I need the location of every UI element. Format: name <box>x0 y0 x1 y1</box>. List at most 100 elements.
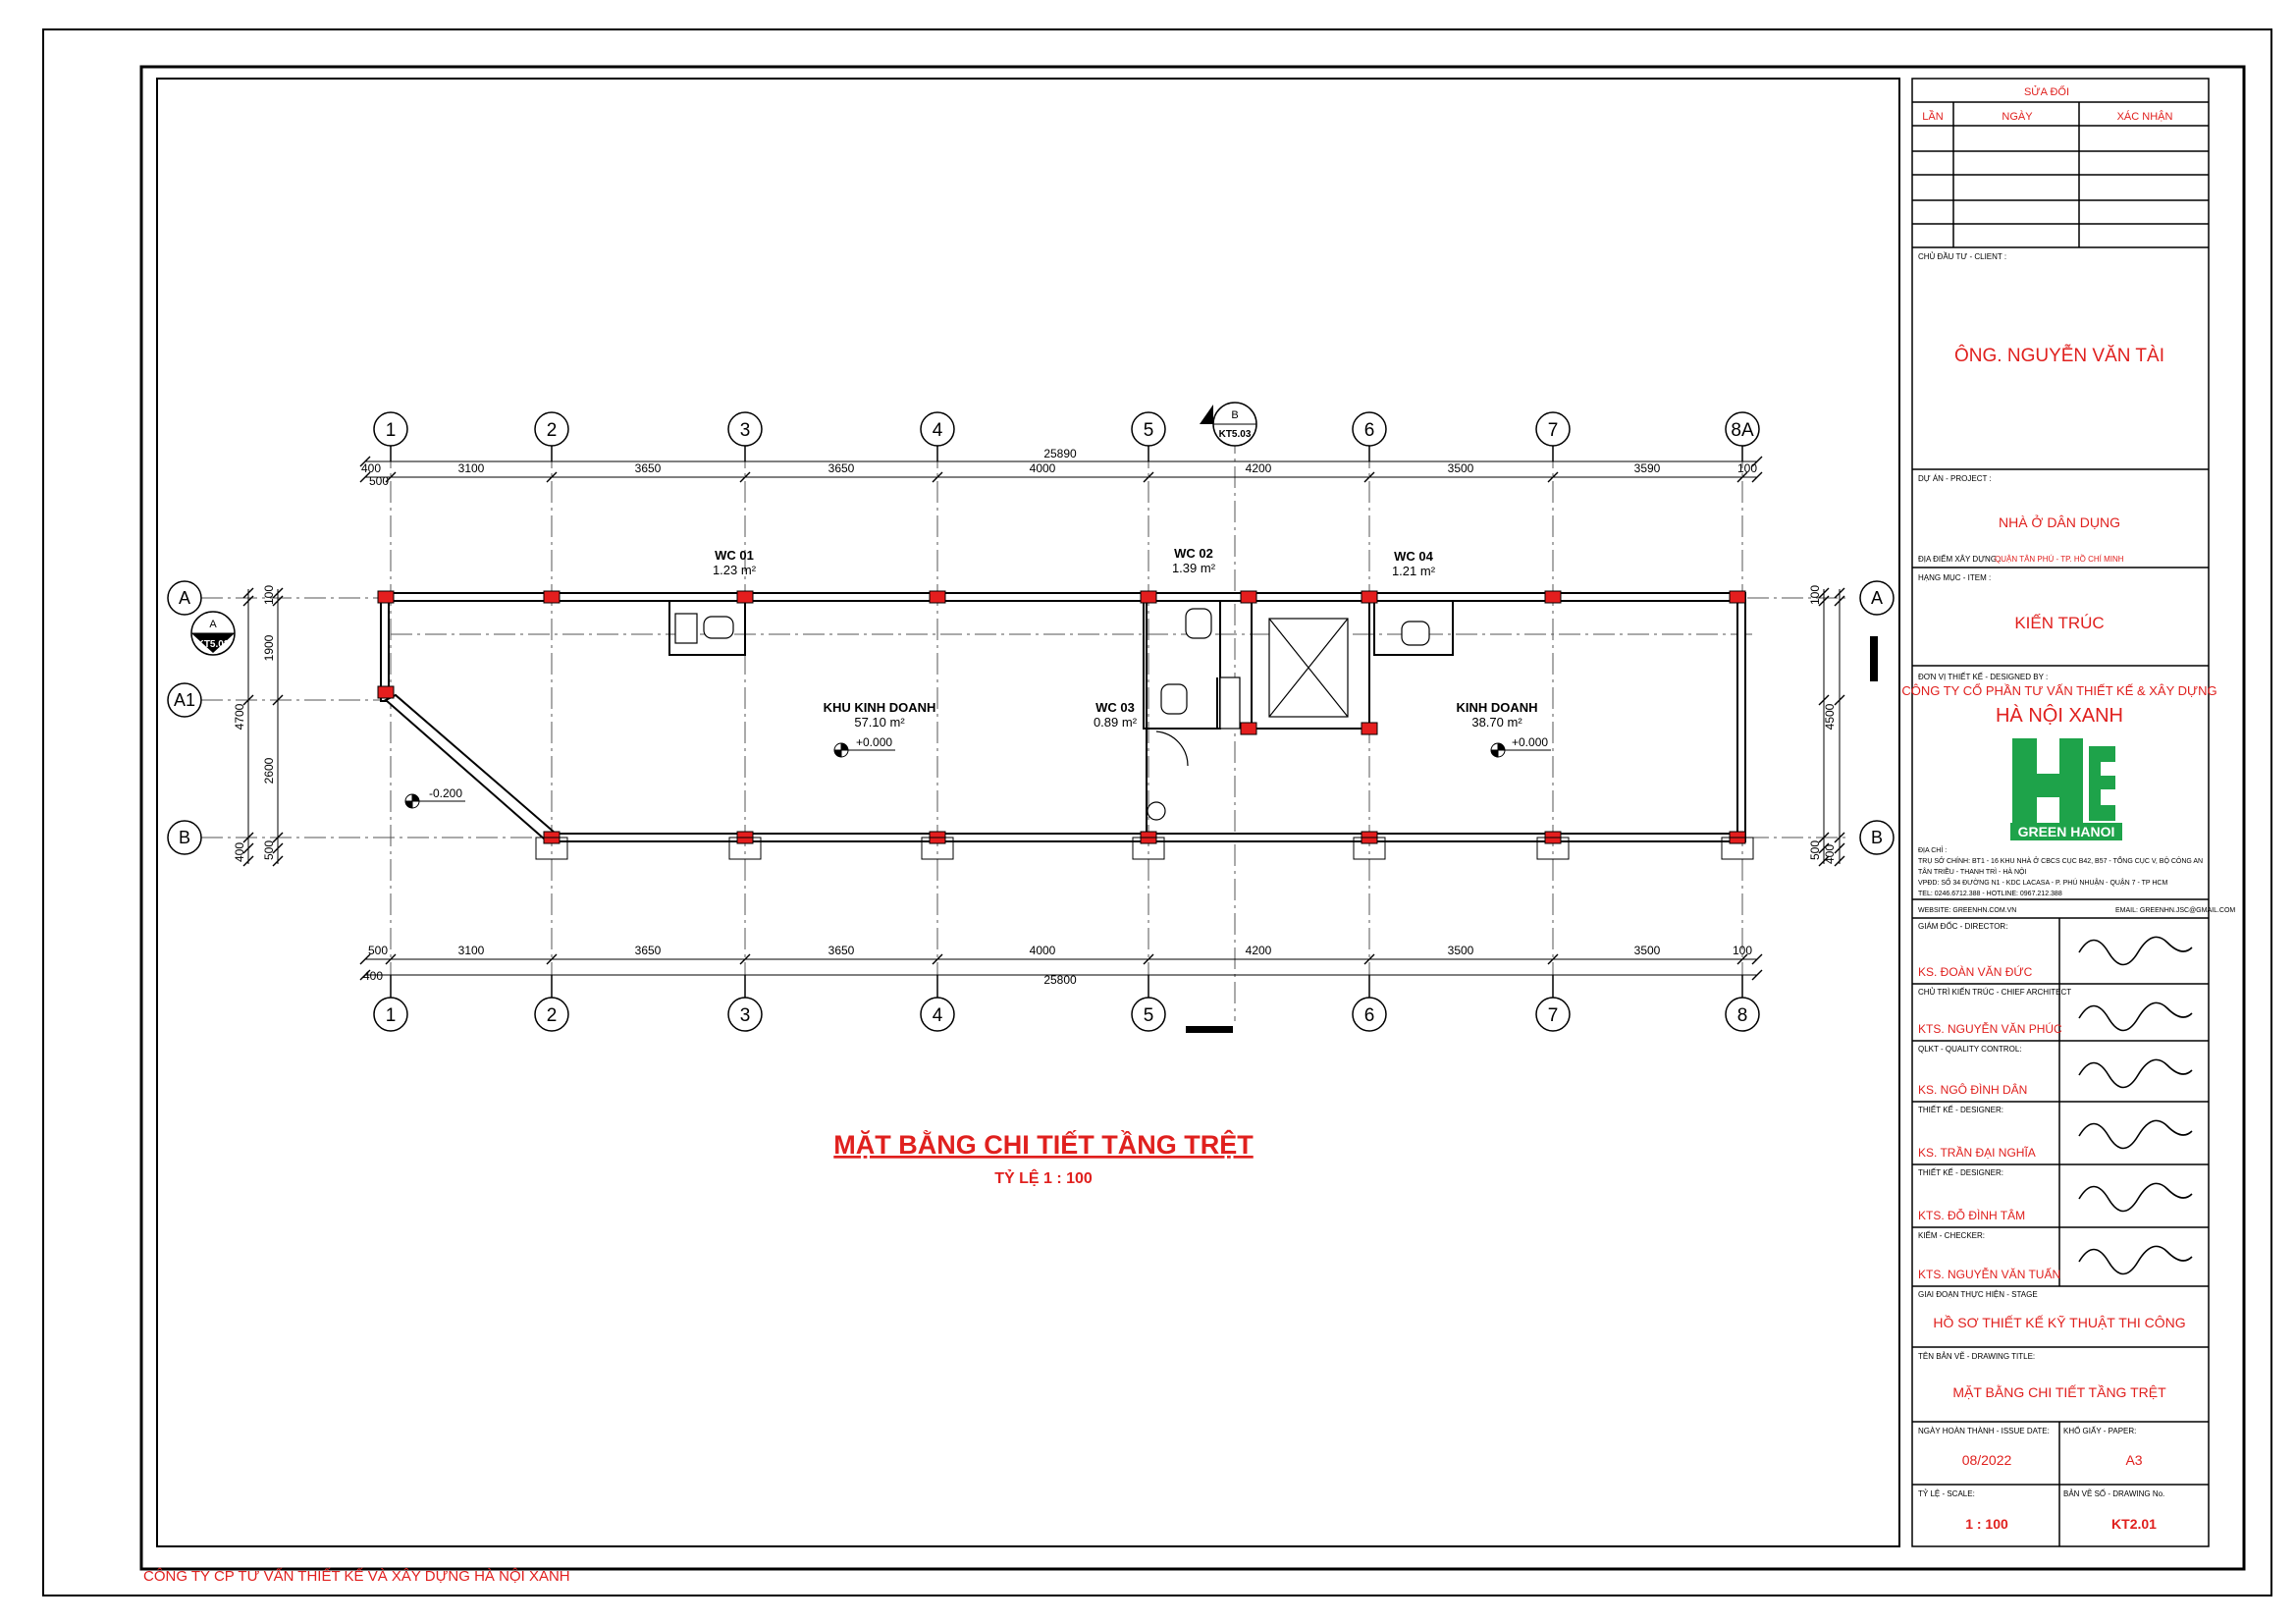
grid-label-top: 4 <box>933 420 943 441</box>
structural-column <box>1729 590 1746 604</box>
dim-left-segment: 1900 <box>262 634 276 661</box>
column-footing <box>1721 837 1754 860</box>
dim-bottom-segment: 4200 <box>1246 944 1272 957</box>
dim-top-segment: 100 <box>1737 461 1757 475</box>
drawing-title: MẶT BẰNG CHI TIẾT TẦNG TRỆT <box>833 1129 1254 1160</box>
dim-tick-bottom-total <box>1751 969 1763 981</box>
section-a-letter: A <box>209 619 217 630</box>
dim-tick-right <box>1818 842 1830 854</box>
dim-bottom-segment: 3500 <box>1448 944 1474 957</box>
dim-top-segment: 3650 <box>828 461 855 475</box>
toilet-wc02 <box>1185 608 1212 639</box>
room-area-wc04: 1.21 m² <box>1392 564 1436 578</box>
structural-column <box>1140 590 1157 604</box>
stage-value: HỒ SƠ THIẾT KẾ KỸ THUẬT THI CÔNG <box>1933 1314 2185 1330</box>
grid-label-bottom: 2 <box>547 1005 558 1026</box>
dim-bottom-segment: 500 <box>368 944 388 957</box>
dim-tick-right <box>1834 832 1845 843</box>
structural-column <box>377 685 395 699</box>
revision-header: SỬA ĐỔI <box>2024 85 2069 98</box>
signature-image <box>2078 1245 2193 1275</box>
rev-col-date: NGÀY <box>2002 110 2033 123</box>
section-a-ref: KT5.02 <box>197 639 230 650</box>
dim-bottom-total: 25800 <box>1043 973 1077 987</box>
grid-label-row-right: B <box>1871 828 1883 847</box>
dim-tick-bottom <box>1751 953 1763 965</box>
level-main-text: +0.000 <box>856 735 892 749</box>
dim-tick-bottom <box>359 953 371 965</box>
website: WEBSITE: GREENHN.COM.VN <box>1918 907 2016 914</box>
structural-column <box>1240 590 1257 604</box>
title-block <box>1911 78 2210 1547</box>
room-name-wc01: WC 01 <box>715 548 754 563</box>
signature-image <box>2078 1119 2193 1150</box>
signature-image <box>2078 936 2193 966</box>
grid-label-top: 3 <box>740 420 751 441</box>
wall-core <box>1251 600 1370 730</box>
grid-label-bottom: 6 <box>1364 1005 1375 1026</box>
dim-tick-top <box>1143 471 1154 483</box>
room-area-wc02: 1.39 m² <box>1172 561 1216 575</box>
dim-tick-top <box>1751 471 1763 483</box>
room-area-business-main: 57.10 m² <box>854 715 905 730</box>
dim-tick-top <box>932 471 943 483</box>
diagonal-wall <box>384 693 557 841</box>
address-line-2: TÂN TRIỀU - THANH TRÌ - HÀ NỘI <box>1918 866 2027 876</box>
drawing-scale: TỶ LỆ 1 : 100 <box>994 1168 1093 1187</box>
stage-label: GIAI ĐOẠN THỰC HIỆN - STAGE <box>1918 1290 2038 1299</box>
dim-tick-left <box>272 855 284 867</box>
dim-tick-left <box>272 694 284 706</box>
toilet-wc01 <box>703 616 734 639</box>
grid-label-top: 8A <box>1731 420 1754 441</box>
dim-bottom-segment: 100 <box>1733 944 1752 957</box>
dim-tick-left <box>242 832 254 843</box>
person-name: KTS. NGUYỄN VĂN TUẤN <box>1918 1267 2060 1281</box>
dim-left-segment: 400 <box>233 842 246 862</box>
level-exterior-text: -0.200 <box>429 786 462 800</box>
grid-label-top: 5 <box>1144 420 1154 441</box>
signature-image <box>2078 1058 2193 1089</box>
signature-image <box>2078 1182 2193 1213</box>
toilet-wc03 <box>1160 683 1188 715</box>
structural-column <box>377 590 395 604</box>
dim-tick-bottom <box>546 953 558 965</box>
person-name: KTS. NGUYỄN VĂN PHÚC <box>1918 1021 2062 1036</box>
dim-right-segment: 500 <box>1808 840 1822 860</box>
dim-tick-top-total <box>1751 456 1763 467</box>
dim-tick-bottom <box>932 953 943 965</box>
room-area-wc01: 1.23 m² <box>713 563 757 577</box>
dim-top-total: 25890 <box>1043 447 1077 460</box>
room-name-wc03: WC 03 <box>1095 700 1135 715</box>
dim-tick-left <box>242 694 254 706</box>
wall-wc01 <box>668 600 746 656</box>
dim-bottom-segment: 400 <box>363 969 383 983</box>
exterior-wall-right <box>1736 592 1746 842</box>
location-label: ĐỊA ĐIỂM XÂY DỰNG : <box>1918 555 2001 564</box>
wall-wc02-03 <box>1143 600 1221 730</box>
dim-bottom-segment: 3650 <box>828 944 855 957</box>
person-role: KIỂM - CHECKER: <box>1918 1231 1985 1240</box>
structural-column <box>929 590 946 604</box>
person-role: GIÁM ĐỐC - DIRECTOR: <box>1918 921 2007 931</box>
address-line-4: TEL: 0246.6712.388 - HOTLINE: 0967.212.3… <box>1918 891 2062 897</box>
structural-column <box>1544 590 1562 604</box>
location-value: QUẬN TÂN PHÚ - TP. HỒ CHÍ MINH <box>1995 554 2124 564</box>
section-marker-a: A KT5.02 <box>190 611 236 656</box>
company-line2: HÀ NỘI XANH <box>1996 704 2123 727</box>
room-name-wc04: WC 04 <box>1394 549 1434 564</box>
structural-column <box>736 590 754 604</box>
dim-tick-bottom-total <box>359 969 371 981</box>
date-label: NGÀY HOÀN THÀNH - ISSUE DATE: <box>1918 1427 2050 1435</box>
dim-top-segment: 400 <box>361 461 381 475</box>
dim-tick-right <box>1818 587 1830 599</box>
grid-label-top: 6 <box>1364 420 1375 441</box>
dim-tick-top <box>1736 471 1748 483</box>
paper-value: A3 <box>2125 1452 2142 1468</box>
dim-bottom-segment: 4000 <box>1030 944 1056 957</box>
scale-label: TỶ LỆ - SCALE: <box>1918 1489 1975 1498</box>
dim-tick-left <box>272 595 284 607</box>
logo-text: GREEN HANOI <box>2018 824 2115 839</box>
dim-right-segment: 400 <box>1823 844 1837 864</box>
dim-top-segment: 500 <box>369 474 389 488</box>
